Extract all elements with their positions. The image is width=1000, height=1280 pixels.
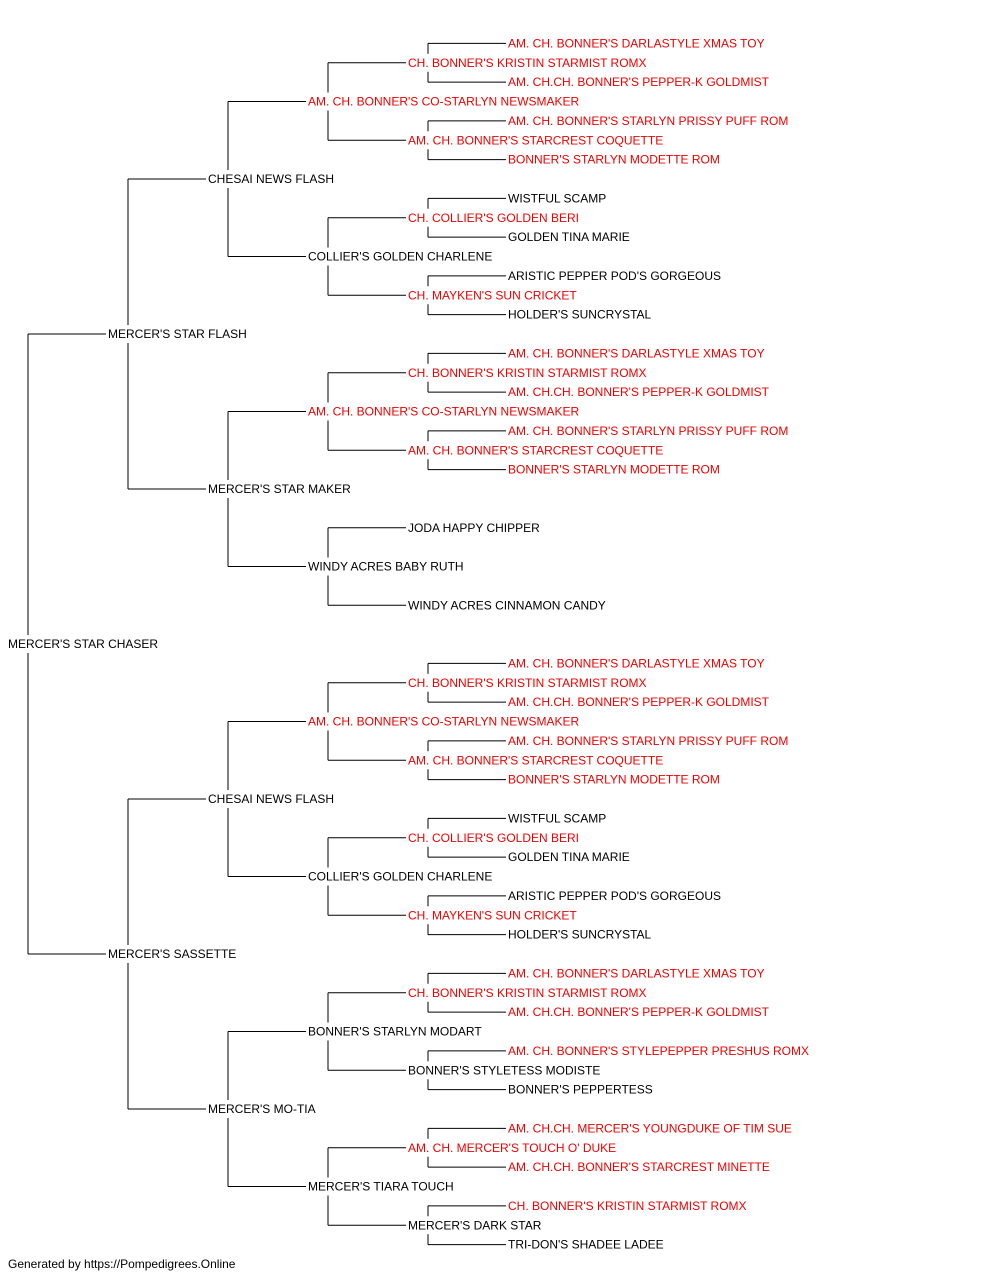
- parent-name: MERCER'S SASSETTE: [108, 947, 236, 961]
- ancestor-name: AM. CH.CH. BONNER'S STARCREST MINETTE: [508, 1160, 770, 1174]
- ancestor-name: TRI-DON'S SHADEE LADEE: [508, 1238, 664, 1252]
- gg-grandparent-name: BONNER'S STYLETESS MODISTE: [408, 1063, 600, 1077]
- ancestor-name: BONNER'S STARLYN MODETTE ROM: [508, 153, 720, 167]
- gg-grandparent-name: CH. BONNER'S KRISTIN STARMIST ROMX: [408, 366, 647, 380]
- great-grandparent-name: BONNER'S STARLYN MODART: [308, 1025, 482, 1039]
- ancestor-name: AM. CH. BONNER'S STARLYN PRISSY PUFF ROM: [508, 424, 788, 438]
- great-grandparent-name: MERCER'S TIARA TOUCH: [308, 1180, 454, 1194]
- gg-grandparent-name: CH. BONNER'S KRISTIN STARMIST ROMX: [408, 676, 647, 690]
- gg-grandparent-name: CH. COLLIER'S GOLDEN BERI: [408, 211, 579, 225]
- parent-name: MERCER'S STAR FLASH: [108, 327, 247, 341]
- ancestor-name: BONNER'S STARLYN MODETTE ROM: [508, 773, 720, 787]
- gg-grandparent-name: AM. CH. MERCER'S TOUCH O' DUKE: [408, 1141, 616, 1155]
- great-grandparent-name: AM. CH. BONNER'S CO-STARLYN NEWSMAKER: [308, 405, 580, 419]
- grandparent-name: CHESAI NEWS FLASH: [208, 792, 334, 806]
- ancestor-name: AM. CH.CH. BONNER'S PEPPER-K GOLDMIST: [508, 385, 770, 399]
- ancestor-name: ARISTIC PEPPER POD'S GORGEOUS: [508, 889, 721, 903]
- ancestor-name: AM. CH. BONNER'S STARLYN PRISSY PUFF ROM: [508, 734, 788, 748]
- ancestor-name: AM. CH.CH. BONNER'S PEPPER-K GOLDMIST: [508, 1005, 770, 1019]
- subject-name: MERCER'S STAR CHASER: [8, 637, 158, 651]
- gg-grandparent-name: CH. COLLIER'S GOLDEN BERI: [408, 831, 579, 845]
- ancestor-name: AM. CH. BONNER'S DARLASTYLE XMAS TOY: [508, 656, 765, 670]
- gg-grandparent-name: AM. CH. BONNER'S STARCREST COQUETTE: [408, 133, 663, 147]
- ancestor-name: BONNER'S STARLYN MODETTE ROM: [508, 463, 720, 477]
- ancestor-name: BONNER'S PEPPERTESS: [508, 1083, 653, 1097]
- gg-grandparent-name: CH. MAYKEN'S SUN CRICKET: [408, 908, 577, 922]
- gg-grandparent-name: AM. CH. BONNER'S STARCREST COQUETTE: [408, 443, 663, 457]
- great-grandparent-name: COLLIER'S GOLDEN CHARLENE: [308, 250, 492, 264]
- gg-grandparent-name: CH. MAYKEN'S SUN CRICKET: [408, 288, 577, 302]
- ancestor-name: AM. CH.CH. BONNER'S PEPPER-K GOLDMIST: [508, 75, 770, 89]
- grandparent-name: MERCER'S STAR MAKER: [208, 482, 351, 496]
- ancestor-name: WISTFUL SCAMP: [508, 811, 606, 825]
- ancestor-name: GOLDEN TINA MARIE: [508, 850, 630, 864]
- ancestor-name: WISTFUL SCAMP: [508, 191, 606, 205]
- grandparent-name: MERCER'S MO-TIA: [208, 1102, 316, 1116]
- ancestor-name: HOLDER'S SUNCRYSTAL: [508, 928, 652, 942]
- footer-credit: Generated by https://Pompedigrees.Online: [8, 1257, 236, 1271]
- gg-grandparent-name: CH. BONNER'S KRISTIN STARMIST ROMX: [408, 56, 647, 70]
- grandparent-name: CHESAI NEWS FLASH: [208, 172, 334, 186]
- ancestor-name: ARISTIC PEPPER POD'S GORGEOUS: [508, 269, 721, 283]
- gg-grandparent-name: AM. CH. BONNER'S STARCREST COQUETTE: [408, 753, 663, 767]
- ancestor-name: AM. CH.CH. MERCER'S YOUNGDUKE OF TIM SUE: [508, 1121, 792, 1135]
- great-grandparent-name: WINDY ACRES BABY RUTH: [308, 560, 464, 574]
- great-grandparent-name: AM. CH. BONNER'S CO-STARLYN NEWSMAKER: [308, 95, 580, 109]
- gg-grandparent-name: JODA HAPPY CHIPPER: [408, 521, 540, 535]
- ancestor-name: GOLDEN TINA MARIE: [508, 230, 630, 244]
- ancestor-name: AM. CH. BONNER'S DARLASTYLE XMAS TOY: [508, 36, 765, 50]
- gg-grandparent-name: MERCER'S DARK STAR: [408, 1218, 542, 1232]
- gg-grandparent-name: CH. BONNER'S KRISTIN STARMIST ROMX: [408, 986, 647, 1000]
- great-grandparent-name: AM. CH. BONNER'S CO-STARLYN NEWSMAKER: [308, 715, 580, 729]
- ancestor-name: AM. CH. BONNER'S STARLYN PRISSY PUFF ROM: [508, 114, 788, 128]
- ancestor-name: AM. CH. BONNER'S DARLASTYLE XMAS TOY: [508, 346, 765, 360]
- ancestor-name: AM. CH. BONNER'S STYLEPEPPER PRESHUS ROM…: [508, 1044, 809, 1058]
- ancestor-name: AM. CH. BONNER'S DARLASTYLE XMAS TOY: [508, 966, 765, 980]
- ancestor-name: AM. CH.CH. BONNER'S PEPPER-K GOLDMIST: [508, 695, 770, 709]
- gg-grandparent-name: WINDY ACRES CINNAMON CANDY: [408, 598, 606, 612]
- ancestor-name: CH. BONNER'S KRISTIN STARMIST ROMX: [508, 1199, 747, 1213]
- ancestor-name: HOLDER'S SUNCRYSTAL: [508, 308, 652, 322]
- great-grandparent-name: COLLIER'S GOLDEN CHARLENE: [308, 870, 492, 884]
